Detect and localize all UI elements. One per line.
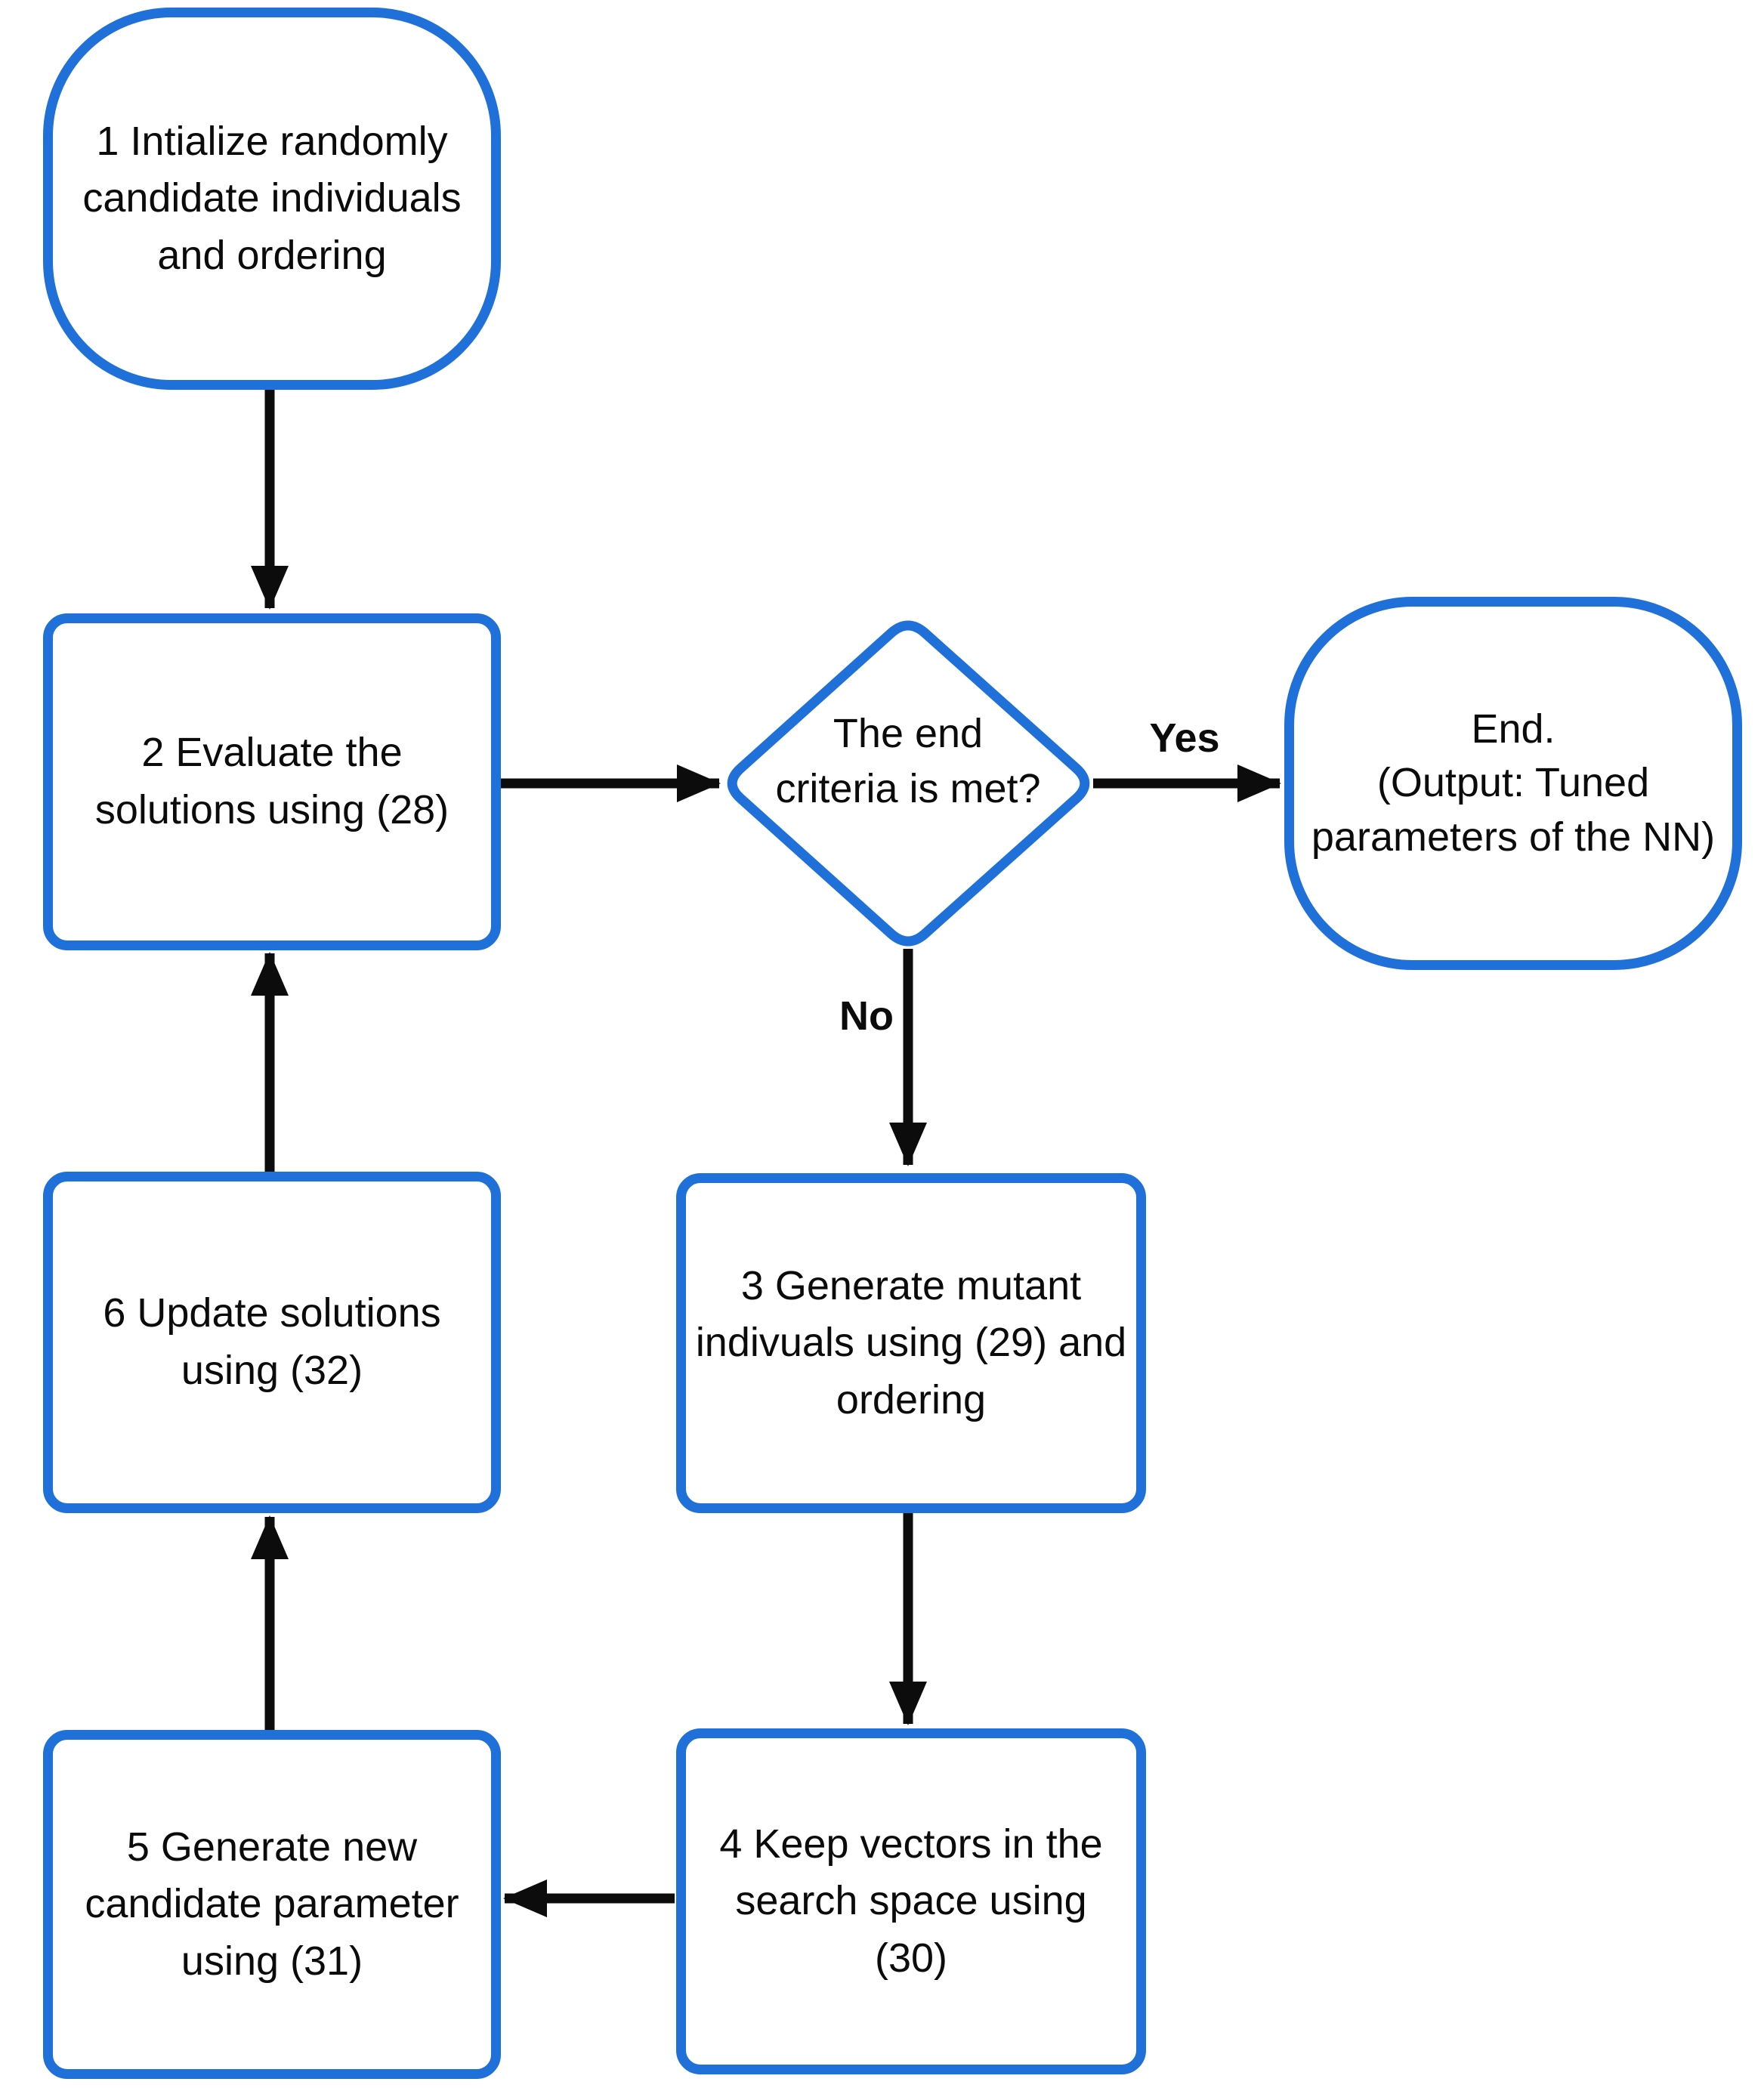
- label-line: End.: [1471, 706, 1555, 752]
- label-line: 1 Intialize randomly: [96, 118, 448, 164]
- label-line: ordering: [836, 1376, 987, 1422]
- node-evaluate-solutions-label: 2 Evaluate the solutions using (28): [95, 724, 449, 839]
- label-line: 4 Keep vectors in the: [719, 1821, 1103, 1867]
- node-generate-candidate: 5 Generate new candidate parameter using…: [43, 1730, 501, 2079]
- node-end-criteria-decision: The end criteria is met?: [734, 676, 1082, 846]
- node-start: 1 Intialize randomly candidate individua…: [43, 8, 501, 390]
- label-line: using (31): [181, 1938, 363, 1984]
- node-update-solutions-label: 6 Update solutions using (32): [103, 1285, 440, 1399]
- label-line: 2 Evaluate the: [141, 730, 403, 776]
- node-evaluate-solutions: 2 Evaluate the solutions using (28): [43, 613, 501, 950]
- label-line: using (32): [181, 1348, 363, 1393]
- node-generate-mutant-label: 3 Generate mutant indivuals using (29) a…: [696, 1258, 1126, 1429]
- edge-label-yes: Yes: [1149, 715, 1220, 761]
- label-line: criteria is met?: [775, 765, 1041, 811]
- node-generate-candidate-label: 5 Generate new candidate parameter using…: [85, 1819, 459, 1991]
- label-line: 5 Generate new: [126, 1824, 418, 1870]
- label-line: candidate parameter: [85, 1881, 459, 1927]
- label-line: and ordering: [157, 232, 387, 278]
- decision-diamond-shape: [727, 620, 1090, 947]
- label-line: 6 Update solutions: [103, 1290, 441, 1336]
- label-line: search space using: [735, 1878, 1087, 1924]
- label-line: parameters of the NN): [1311, 814, 1716, 860]
- label-line: solutions using (28): [94, 787, 449, 832]
- edge-label-no: No: [839, 993, 894, 1039]
- node-update-solutions: 6 Update solutions using (32): [43, 1172, 501, 1513]
- label-line: (30): [874, 1935, 948, 1981]
- label-line: The end: [833, 710, 984, 756]
- label-line: 3 Generate mutant: [740, 1262, 1082, 1308]
- node-end-label: End. (Output: Tuned parameters of the NN…: [1311, 703, 1715, 864]
- label-line: candidate individuals: [82, 175, 462, 221]
- node-generate-mutant: 3 Generate mutant indivuals using (29) a…: [676, 1173, 1146, 1513]
- node-end: End. (Output: Tuned parameters of the NN…: [1284, 597, 1742, 970]
- node-keep-vectors: 4 Keep vectors in the search space using…: [676, 1728, 1146, 2074]
- label-line: (Output: Tuned: [1376, 760, 1650, 806]
- label-line: indivuals using (29) and: [695, 1320, 1127, 1366]
- node-start-label: 1 Intialize randomly candidate individua…: [82, 113, 461, 285]
- node-keep-vectors-label: 4 Keep vectors in the search space using…: [719, 1816, 1102, 1988]
